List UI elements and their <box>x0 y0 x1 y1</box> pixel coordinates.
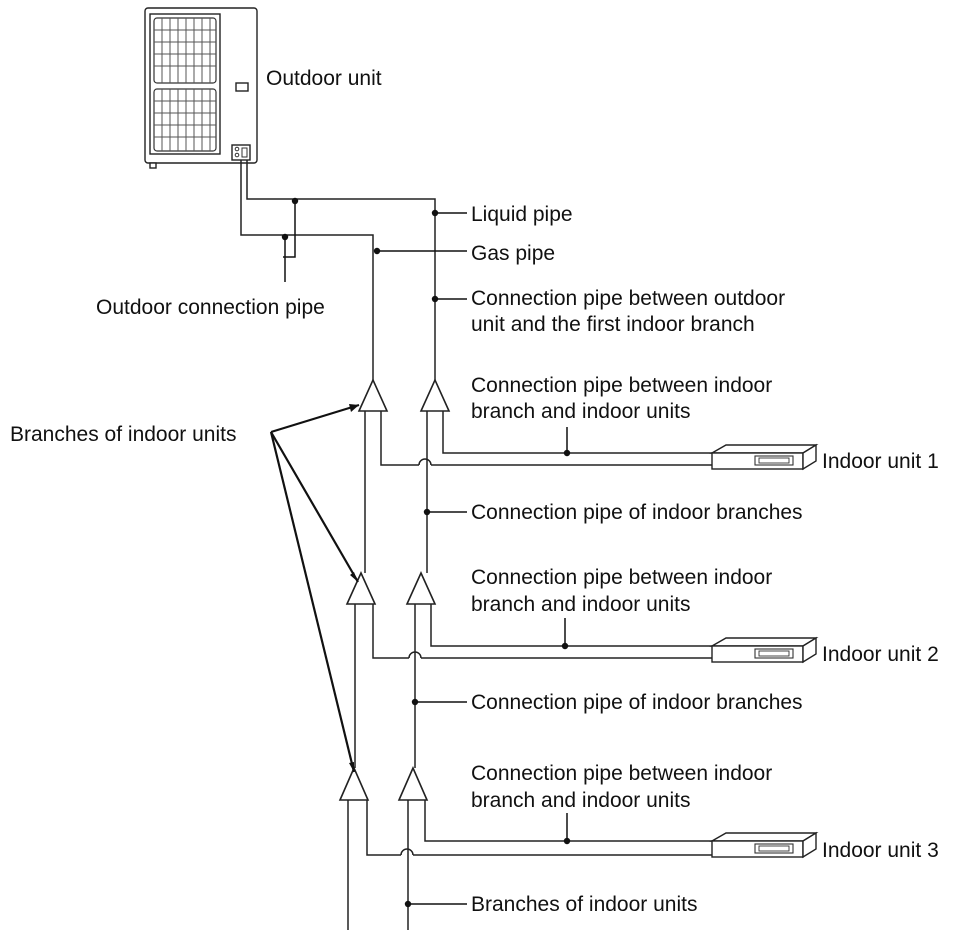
branch-to-unit-label-3-line2: branch and indoor units <box>471 789 691 812</box>
outdoor-fan-grille-top <box>154 18 216 83</box>
liquid-branch-joint <box>419 378 451 412</box>
main-pipes <box>240 160 436 380</box>
branch-to-unit-label-2-line1: Connection pipe between indoor <box>471 566 772 589</box>
branches-pointer-lines <box>269 403 360 773</box>
indoor-branch-connection-label-1: Connection pipe of indoor branches <box>471 501 803 524</box>
bottom-branches-leader <box>404 900 467 908</box>
indoor-branch-connection-leader-2 <box>411 698 467 706</box>
main-connection-pipe-leader <box>431 295 467 303</box>
liquid-pipe-leader <box>431 209 467 217</box>
gas-pipe-label: Gas pipe <box>471 242 555 265</box>
outdoor-unit-icon <box>144 7 258 169</box>
branch-to-unit-label-1-line2: branch and indoor units <box>471 400 691 423</box>
indoor-unit-2-label: Indoor unit 2 <box>822 643 939 666</box>
main-connection-pipe-label-line1: Connection pipe between outdoor <box>471 287 785 310</box>
branch-stage-3 <box>338 766 712 930</box>
gas-pipe-leader <box>373 247 467 255</box>
liquid-branch-joint <box>405 571 437 605</box>
gas-branch-joint <box>357 378 389 412</box>
indoor-branch-connection-leader-1 <box>423 508 467 516</box>
branch-to-unit-leader-1 <box>563 427 571 457</box>
indoor-unit-3-icon <box>709 831 819 859</box>
indoor-unit-2-icon <box>709 636 819 664</box>
indoor-unit-3-label: Indoor unit 3 <box>822 839 939 862</box>
branch-stage-2 <box>345 571 712 768</box>
branch-stage-1 <box>357 378 712 573</box>
outdoor-fan-grille-bottom <box>154 89 216 151</box>
liquid-branch-joint <box>397 766 429 801</box>
indoor-branch-connection-label-2: Connection pipe of indoor branches <box>471 691 803 714</box>
branch-to-unit-label-1-line1: Connection pipe between indoor <box>471 374 772 397</box>
branch-to-unit-leader-2 <box>561 618 569 650</box>
branch-to-unit-label-2-line2: branch and indoor units <box>471 593 691 616</box>
bottom-branches-label: Branches of indoor units <box>471 893 697 916</box>
main-connection-pipe-label-line2: unit and the first indoor branch <box>471 313 755 336</box>
indoor-unit-1-label: Indoor unit 1 <box>822 450 939 473</box>
branches-of-indoor-units-label: Branches of indoor units <box>10 423 236 446</box>
branch-to-unit-leader-3 <box>563 813 571 845</box>
branch-to-unit-label-3-line1: Connection pipe between indoor <box>471 762 772 785</box>
outdoor-unit-label: Outdoor unit <box>266 67 382 90</box>
outdoor-connection-pipe-leader <box>281 197 299 282</box>
outdoor-connection-pipe-label: Outdoor connection pipe <box>96 296 325 319</box>
gas-branch-joint <box>338 766 370 801</box>
liquid-pipe-label: Liquid pipe <box>471 203 573 226</box>
gas-branch-joint <box>345 571 377 605</box>
indoor-unit-1-icon <box>709 443 819 471</box>
